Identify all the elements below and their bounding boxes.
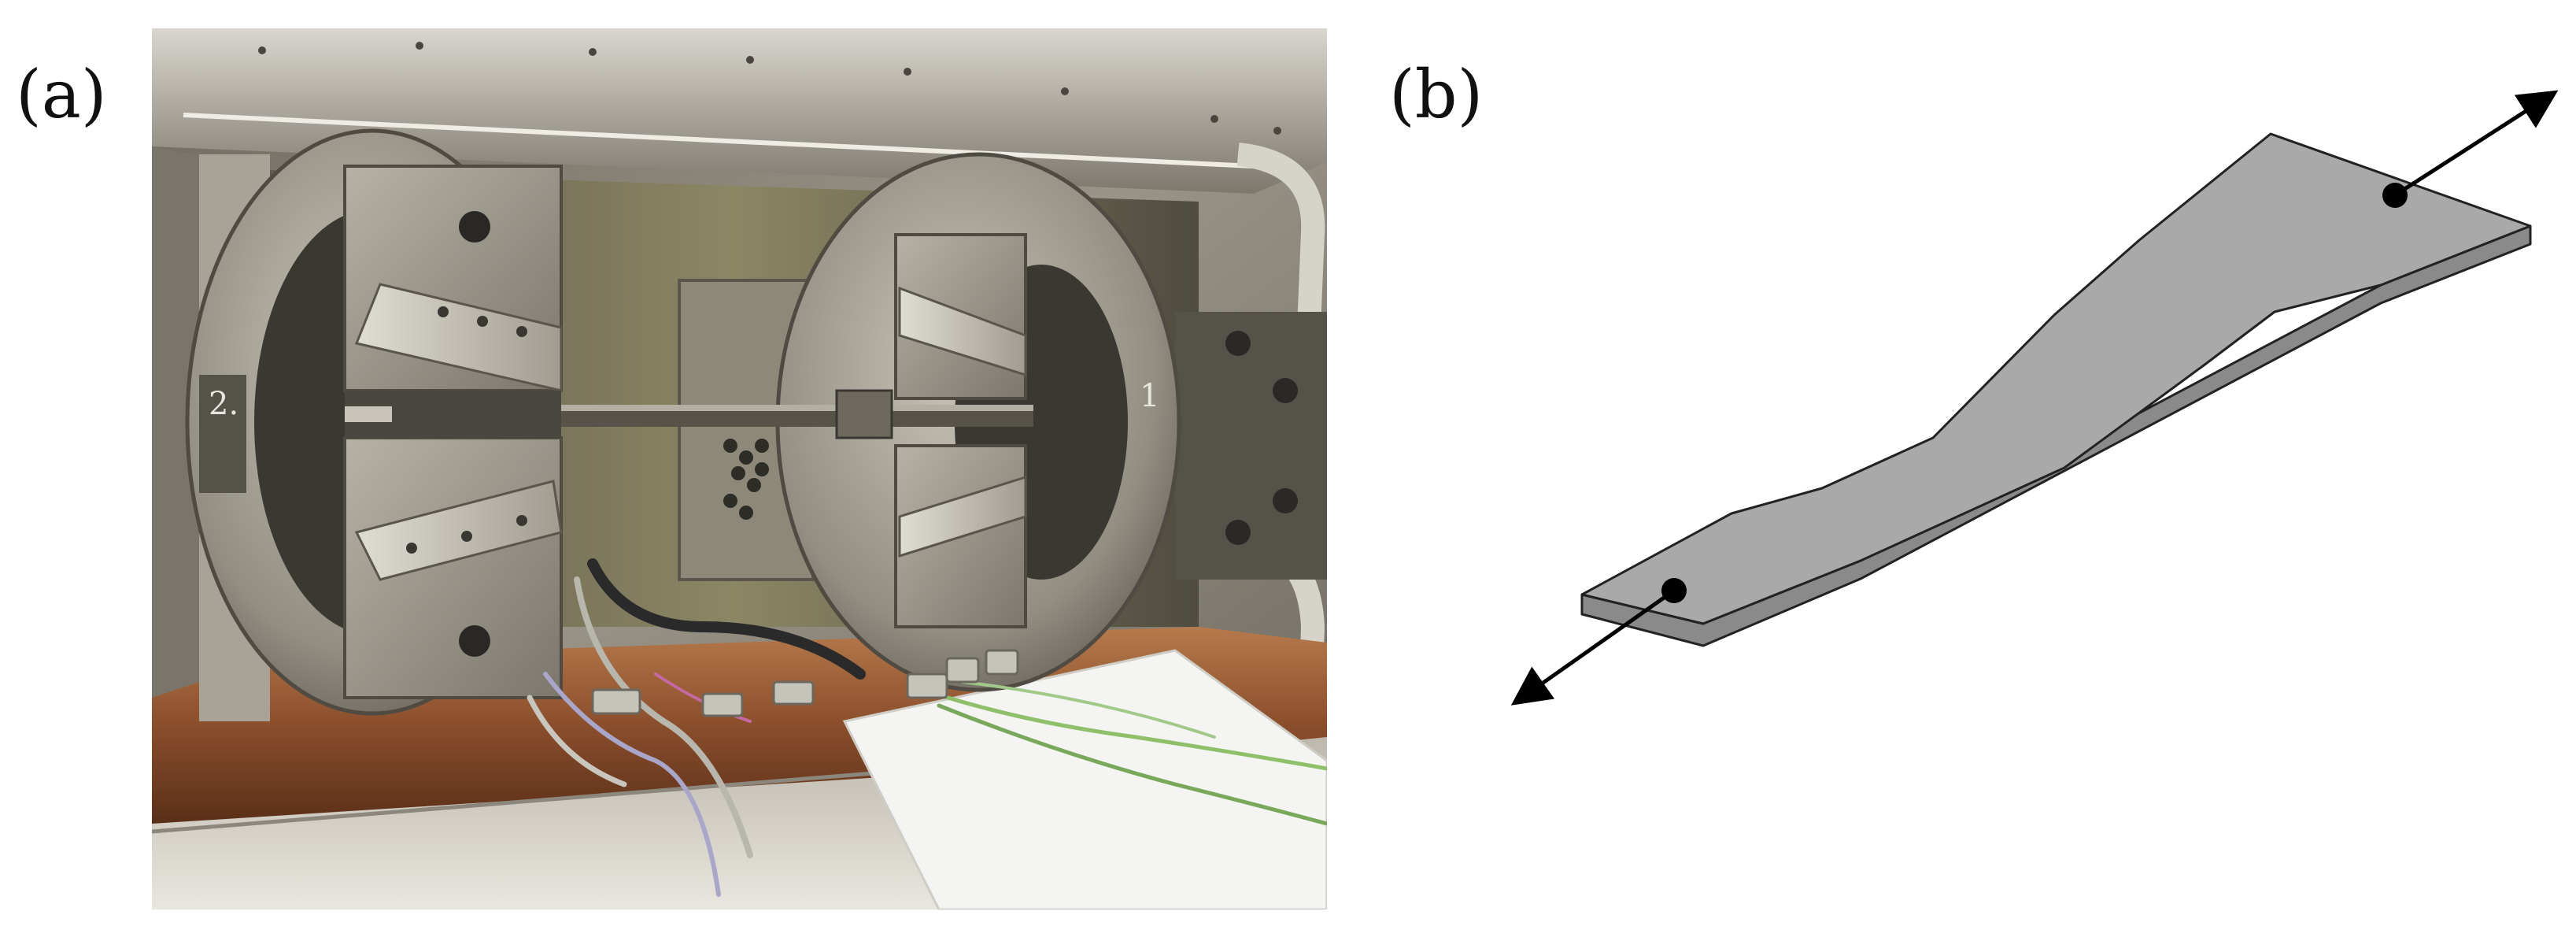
- test-chamber-photo: 2. 1: [152, 28, 1327, 910]
- right-grip-number: 1: [1140, 378, 1159, 414]
- panel-label-a: (a): [16, 56, 107, 133]
- specimen-top-face: [1580, 132, 2532, 625]
- lower-load-arrow: [1510, 588, 1676, 706]
- upper-load-arrow: [2393, 90, 2559, 198]
- tensile-specimen-drawing: [1510, 90, 2559, 706]
- left-grip-number: 2.: [209, 386, 238, 422]
- panel-label-b: (b): [1389, 56, 1484, 133]
